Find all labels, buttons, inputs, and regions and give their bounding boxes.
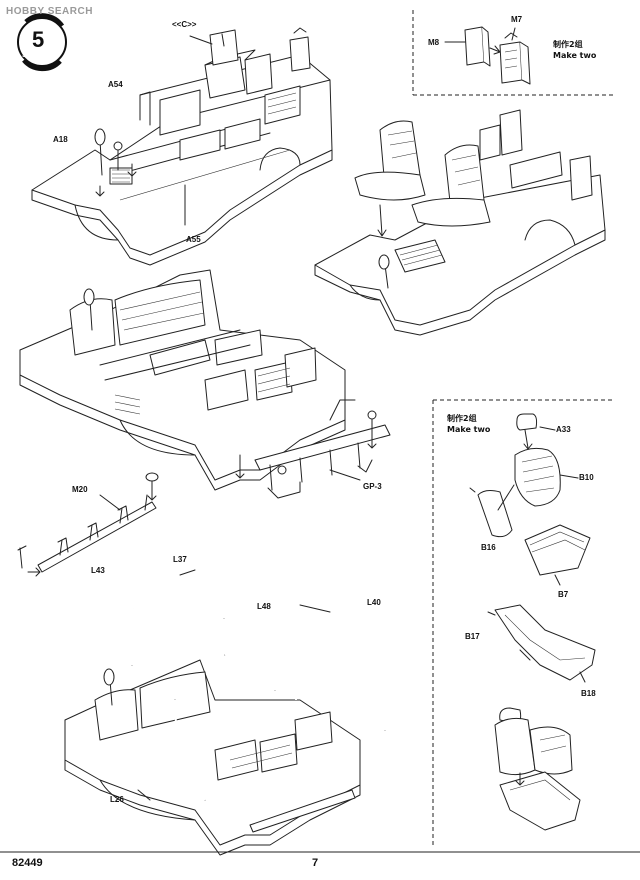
watermark: HOBBY SEARCH bbox=[6, 6, 93, 17]
step-badge bbox=[17, 13, 67, 72]
side-rail-drawing bbox=[17, 472, 159, 577]
part-label-b18: B18 bbox=[581, 689, 596, 698]
part-label-l48: L48 bbox=[257, 602, 271, 611]
make-two-note-en: Make two bbox=[553, 51, 597, 60]
part-label-a18: A18 bbox=[53, 135, 68, 144]
main-assembly-drawing bbox=[31, 27, 333, 266]
tub-rear-bar-drawing bbox=[19, 269, 391, 499]
step-number: 5 bbox=[32, 27, 45, 52]
part-label-gp3: GP-3 bbox=[363, 482, 382, 491]
seat-subassembly-drawing bbox=[469, 413, 596, 831]
part-label-b17: B17 bbox=[465, 632, 480, 641]
part-label-b16: B16 bbox=[481, 543, 496, 552]
seat-make-two-note-cn: 制作2组 bbox=[447, 414, 477, 423]
seated-tub-drawing bbox=[314, 109, 606, 336]
seat-make-two-note-en: Make two bbox=[447, 425, 491, 434]
part-label-m20: M20 bbox=[72, 485, 88, 494]
part-label-m8: M8 bbox=[428, 38, 440, 47]
page-frame bbox=[0, 10, 640, 853]
part-label-l43: L43 bbox=[91, 566, 105, 575]
part-label-a54: A54 bbox=[108, 80, 123, 89]
part-label-l26: L26 bbox=[110, 795, 124, 804]
part-label-l37: L37 bbox=[173, 555, 187, 564]
part-label-a33: A33 bbox=[556, 425, 571, 434]
callout-c: <<C>> bbox=[172, 20, 197, 29]
part-label-b7: B7 bbox=[558, 590, 569, 599]
rollcage-drawing bbox=[64, 569, 386, 856]
part-label-a55: A55 bbox=[186, 235, 201, 244]
step-word: STEP bbox=[22, 52, 43, 59]
part-label-l40: L40 bbox=[367, 598, 381, 607]
jerrycan-subassembly-drawing bbox=[444, 26, 531, 85]
part-label-b10: B10 bbox=[579, 473, 594, 482]
part-label-m7: M7 bbox=[511, 15, 523, 24]
make-two-note-cn: 制作2组 bbox=[553, 40, 583, 49]
page-number: 7 bbox=[312, 857, 319, 869]
kit-number: 82449 bbox=[12, 857, 43, 869]
